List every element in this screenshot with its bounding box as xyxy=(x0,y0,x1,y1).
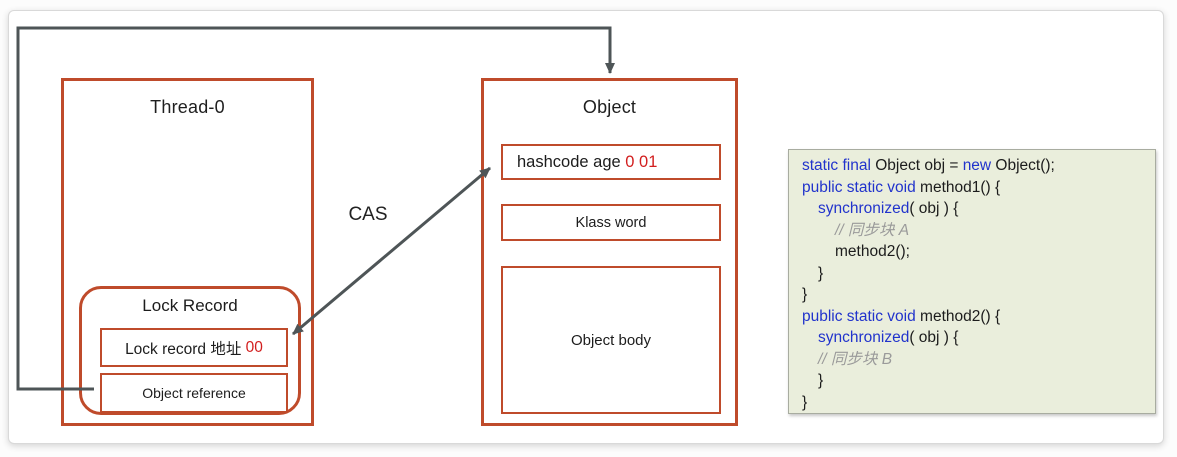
code-keyword: static final xyxy=(802,157,871,174)
code-keyword: public static void xyxy=(802,178,916,196)
code-line: static final Object obj = new Object(); xyxy=(802,155,1155,177)
object-box-title: Object xyxy=(582,97,637,117)
klass-word-row: Klass word xyxy=(501,204,721,241)
code-line: } xyxy=(802,284,1155,306)
markword-row: hashcode age 0 01 xyxy=(501,144,721,180)
code-line: synchronized( obj ) { xyxy=(802,327,1155,349)
code-line: // 同步块 B xyxy=(802,349,1155,371)
object-body-row: Object body xyxy=(501,266,721,414)
thread-box: Thread-0 Lock Record Lock record 地址 00 O… xyxy=(61,78,314,426)
code-text: method2(); xyxy=(835,243,910,260)
code-keyword: synchronized xyxy=(818,200,910,217)
cas-arrow xyxy=(292,166,491,336)
code-line: } xyxy=(802,263,1155,285)
code-text: Object(); xyxy=(991,157,1055,174)
code-line: synchronized( obj ) { xyxy=(802,198,1155,220)
lock-record-title: Lock Record xyxy=(142,296,238,315)
code-text: ( obj ) { xyxy=(909,200,959,217)
code-text: } xyxy=(802,286,808,303)
code-text: Object obj = xyxy=(870,157,963,174)
lock-record-address-row: Lock record 地址 00 xyxy=(100,328,288,367)
code-line: public static void method2() { xyxy=(802,306,1155,328)
code-text: } xyxy=(818,372,824,389)
object-box: Object hashcode age 0 01 Klass word Obje… xyxy=(481,78,738,426)
klass-word-label: Klass word xyxy=(575,214,647,231)
markword-value: 0 01 xyxy=(625,152,658,171)
object-reference-label: Object reference xyxy=(142,385,246,401)
code-keyword: public static void xyxy=(802,307,916,325)
code-line: public static void method1() { xyxy=(802,177,1155,199)
code-text: ( obj ) { xyxy=(909,329,959,346)
object-reference-row: Object reference xyxy=(100,373,288,413)
code-keyword: synchronized xyxy=(818,329,910,346)
lock-record-address-value: 00 xyxy=(245,338,263,356)
code-comment: // 同步块 B xyxy=(818,350,893,368)
code-keyword: new xyxy=(962,157,992,174)
code-line: // 同步块 A xyxy=(802,220,1155,242)
code-text: } xyxy=(818,264,824,282)
lock-record-box: Lock Record Lock record 地址 00 Object ref… xyxy=(79,286,301,415)
lock-record-address-label: Lock record 地址 xyxy=(125,340,246,358)
cas-label: CAS xyxy=(348,204,388,225)
object-body-label: Object body xyxy=(570,331,652,349)
code-comment: // 同步块 A xyxy=(835,221,910,239)
code-text: method2() { xyxy=(915,307,1001,325)
markword-label: hashcode age xyxy=(517,152,626,171)
code-block: static final Object obj = new Object();p… xyxy=(788,149,1156,414)
diagram-canvas: Thread-0 Lock Record Lock record 地址 00 O… xyxy=(8,10,1164,444)
thread-box-title: Thread-0 xyxy=(150,97,225,117)
code-text: } xyxy=(802,393,808,411)
code-line: } xyxy=(802,392,1155,414)
code-line: } xyxy=(802,370,1155,392)
code-text: method1() { xyxy=(915,178,1001,196)
code-line: method2(); xyxy=(802,241,1155,263)
